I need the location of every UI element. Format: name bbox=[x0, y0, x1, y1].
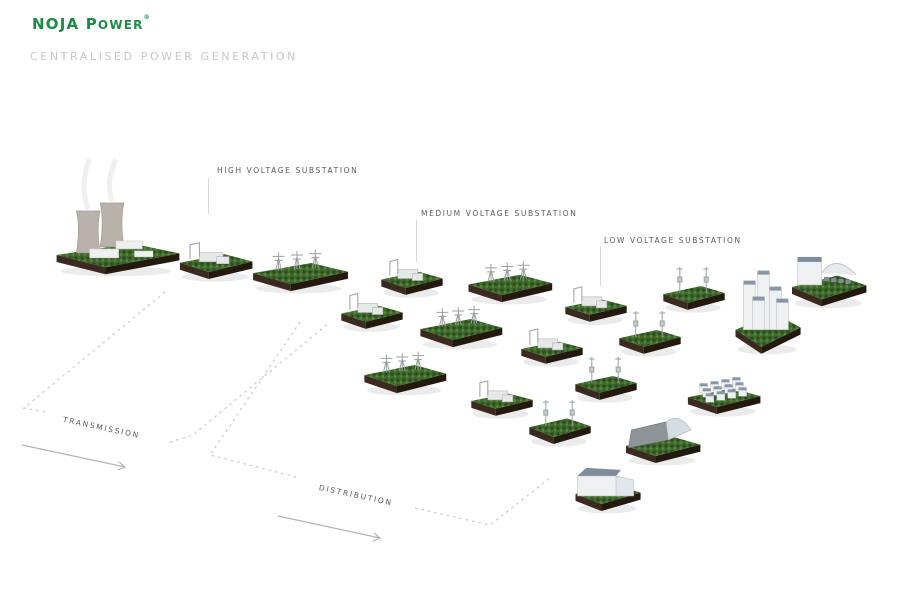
power-plant-tile bbox=[50, 157, 182, 294]
page-subtitle: CENTRALISED POWER GENERATION bbox=[30, 50, 299, 63]
industrial-building-tile bbox=[788, 256, 868, 326]
low-voltage-leader-line bbox=[600, 246, 601, 286]
distribution-tower-tile-1 bbox=[464, 261, 554, 318]
distribution-arrow bbox=[277, 515, 382, 542]
medium-voltage-leader-line bbox=[416, 220, 417, 262]
commercial-building-tile bbox=[572, 467, 642, 526]
housing-estate-tile bbox=[684, 377, 762, 428]
brand-name-main: NOJA P bbox=[32, 15, 98, 33]
distribution-tower-tile-2 bbox=[416, 305, 504, 364]
transmission-arrow bbox=[21, 444, 127, 471]
low-voltage-substation-tile-3 bbox=[468, 380, 534, 426]
pole-tile-4 bbox=[526, 400, 592, 458]
registered-mark: ® bbox=[143, 14, 151, 21]
low-voltage-substation-tile-1 bbox=[562, 286, 628, 332]
pole-tile-1 bbox=[660, 267, 726, 322]
medium-voltage-substation-tile-1 bbox=[378, 258, 444, 306]
medium-voltage-label: MEDIUM VOLTAGE SUBSTATION bbox=[421, 209, 578, 218]
transmission-region-outline bbox=[22, 291, 331, 443]
distribution-region-outline bbox=[209, 321, 551, 526]
high-voltage-label: HIGH VOLTAGE SUBSTATION bbox=[217, 166, 359, 175]
pole-tile-2 bbox=[616, 311, 682, 366]
pole-tile-3 bbox=[572, 357, 638, 412]
transmission-tower-tile-1 bbox=[248, 249, 350, 308]
high-rise-tile bbox=[732, 270, 802, 384]
low-voltage-label: LOW VOLTAGE SUBSTATION bbox=[604, 236, 742, 245]
high-voltage-leader-line bbox=[208, 178, 209, 214]
warehouse-tile bbox=[622, 418, 702, 478]
medium-voltage-substation-tile-2 bbox=[338, 292, 404, 340]
high-voltage-substation-tile bbox=[176, 242, 254, 292]
brand-logo: NOJA POWER® bbox=[32, 14, 151, 33]
low-voltage-substation-tile-2 bbox=[518, 328, 584, 374]
arrows bbox=[21, 444, 382, 542]
distribution-tower-tile-3 bbox=[360, 351, 448, 410]
brand-name-small: OWER bbox=[97, 18, 144, 32]
